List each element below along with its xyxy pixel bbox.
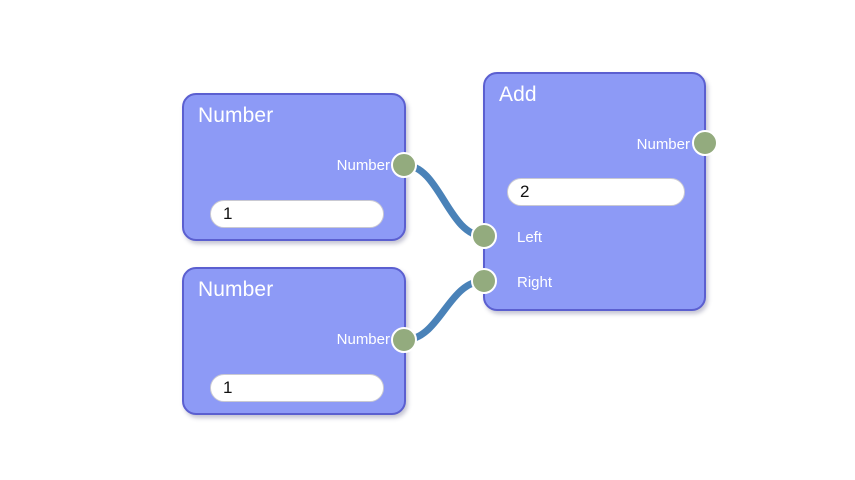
- output-row-number: Number: [337, 155, 390, 177]
- socket-number1-output[interactable]: [391, 152, 417, 178]
- output-socket-label: Number: [336, 331, 390, 348]
- socket-add-output[interactable]: [692, 130, 718, 156]
- socket-add-input-left[interactable]: [471, 223, 497, 249]
- node-number-1[interactable]: Number Number: [182, 93, 406, 241]
- number-value-input[interactable]: [210, 200, 384, 228]
- edge-number2-to-right[interactable]: [400, 277, 488, 344]
- output-row-number: Number: [337, 329, 390, 351]
- number-value-input[interactable]: [210, 374, 384, 402]
- output-socket-label: Number: [336, 157, 390, 174]
- socket-add-input-right[interactable]: [471, 268, 497, 294]
- node-title: Add: [499, 83, 537, 106]
- node-title: Number: [198, 278, 274, 301]
- input-row-left: Left: [517, 227, 542, 249]
- input-socket-label-right: Right: [517, 274, 553, 291]
- node-add[interactable]: Add Number Left Right: [483, 72, 706, 311]
- node-number-2[interactable]: Number Number: [182, 267, 406, 415]
- input-row-right: Right: [517, 272, 552, 294]
- edge-number1-to-left[interactable]: [400, 161, 488, 240]
- input-socket-label-left: Left: [517, 229, 543, 246]
- output-row-number: Number: [637, 134, 690, 156]
- socket-number2-output[interactable]: [391, 327, 417, 353]
- add-result-input[interactable]: [507, 178, 685, 206]
- node-title: Number: [198, 104, 274, 127]
- output-socket-label: Number: [636, 136, 690, 153]
